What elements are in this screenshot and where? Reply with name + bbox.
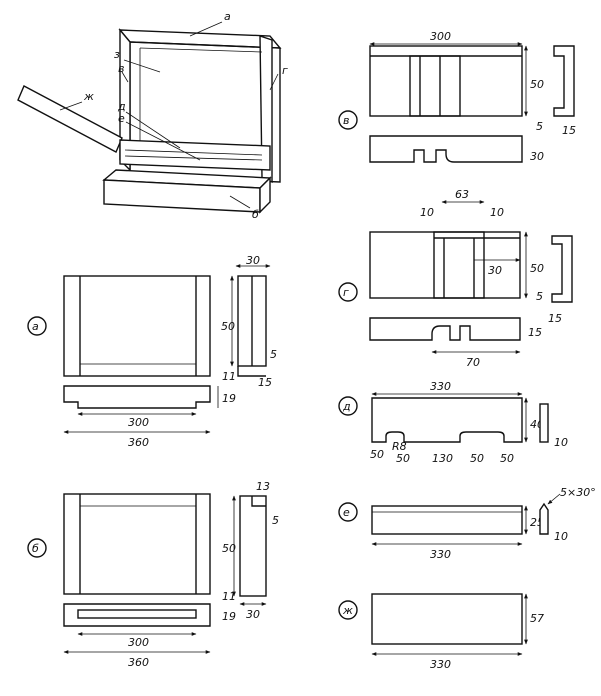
part-v-circle-label: в: [343, 114, 349, 127]
a-dim-360: 360: [128, 436, 149, 449]
label-z: з: [114, 48, 120, 61]
a-dim-300: 300: [128, 416, 149, 429]
v-dim-5: 5: [536, 120, 543, 133]
part-d: д 330 40 R8 50 50 130 50 50 10: [338, 380, 568, 465]
label-d: д: [117, 100, 126, 113]
a-dim-11: 11: [222, 370, 236, 383]
d-dim-50d: 50: [500, 452, 514, 465]
a-dim-5: 5: [270, 348, 277, 361]
d-dim-10: 10: [554, 436, 568, 449]
g-dim-10a: 10: [420, 206, 434, 219]
part-a-marker: [27, 316, 47, 336]
label-e: е: [118, 112, 125, 125]
part-g-circle-label: г: [343, 286, 349, 299]
d-dim-r8: R8: [392, 440, 407, 453]
a-dim-30: 30: [246, 254, 260, 267]
part-zh-circle-label: ж: [342, 604, 353, 617]
part-d-marker: [338, 396, 358, 416]
part-b-marker: [27, 538, 47, 558]
a-dim-15: 15: [258, 376, 272, 389]
b-dim-11: 11: [222, 590, 236, 603]
label-g: г: [282, 64, 288, 77]
g-dim-15: 15: [548, 312, 562, 325]
g-dim-50: 50: [530, 262, 544, 275]
a-dim-19: 19: [222, 392, 236, 405]
part-v: 300 50 в 5 15 30: [338, 30, 576, 163]
d-dim-50b: 50: [396, 452, 410, 465]
d-dim-50a: 50: [370, 448, 384, 461]
g-dim-70: 70: [466, 356, 480, 369]
b-dim-30: 30: [246, 608, 260, 621]
part-g-marker: [338, 282, 358, 302]
zh-dim-57: 57: [530, 612, 544, 625]
v-dim-30: 30: [530, 150, 544, 163]
g-dim-10b: 10: [490, 206, 504, 219]
label-v: в: [118, 62, 124, 75]
b-dim-50: 50: [222, 542, 236, 555]
g-dim-5: 5: [536, 290, 543, 303]
label-b: б: [252, 208, 259, 221]
e-dim-330: 330: [430, 548, 451, 561]
part-a: а 30 50 5 15 11 19 300 360: [27, 254, 277, 449]
b-dim-360: 360: [128, 656, 149, 669]
d-dim-330: 330: [430, 380, 451, 393]
b-dim-13: 13: [256, 480, 270, 493]
part-zh-marker: [338, 600, 358, 620]
part-g: 63 10 10 30 50 г 5 15 15 70: [338, 188, 573, 369]
v-dim-50: 50: [530, 78, 544, 91]
d-dim-130: 130: [432, 452, 453, 465]
b-dim-300: 300: [128, 636, 149, 649]
b-dim-5: 5: [272, 514, 279, 527]
part-e: е 25 330 5×30° 10: [338, 486, 596, 561]
part-d-circle-label: д: [342, 400, 351, 413]
g-dim-30: 30: [488, 264, 502, 277]
zh-dim-330: 330: [430, 658, 451, 671]
part-a-circle-label: а: [32, 320, 39, 333]
v-dim-300: 300: [430, 30, 451, 43]
assembly-view: а г б ж з в д е: [17, 10, 288, 221]
part-e-circle-label: е: [343, 506, 350, 519]
part-e-marker: [338, 502, 358, 522]
a-dim-50: 50: [221, 320, 235, 333]
g-dim-63: 63: [455, 188, 469, 201]
label-a: а: [224, 10, 231, 23]
b-dim-19: 19: [222, 610, 236, 623]
e-dim-chamfer: 5×30°: [560, 486, 596, 499]
d-dim-50c: 50: [470, 452, 484, 465]
part-v-marker: [338, 110, 358, 130]
label-zh: ж: [83, 90, 94, 103]
e-dim-10: 10: [554, 530, 568, 543]
g-dim-15-b: 15: [528, 326, 542, 339]
part-b-circle-label: б: [32, 542, 39, 555]
v-dim-15: 15: [562, 124, 576, 137]
part-zh: ж 57 330: [338, 593, 544, 671]
part-b: б 50 13 5 30 11 19 300 360: [27, 480, 279, 669]
